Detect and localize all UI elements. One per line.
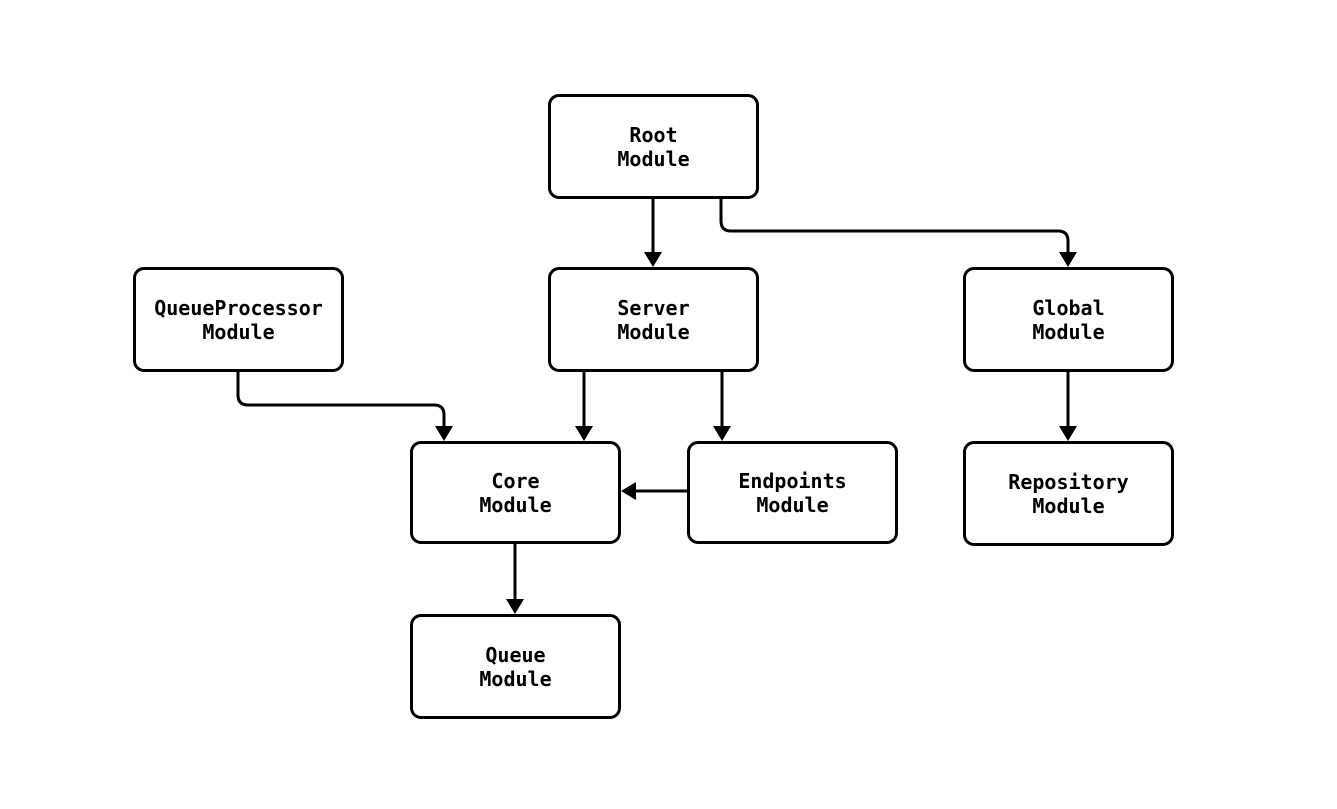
node-label-name: Queue: [485, 642, 546, 667]
node-label-kind: Module: [756, 492, 829, 517]
arrowhead: [644, 252, 662, 267]
edge-core-to-queue: [506, 544, 524, 614]
node-label-name: Repository: [1008, 469, 1129, 494]
arrowhead: [1059, 426, 1077, 441]
node-label-name: Root: [629, 122, 678, 147]
arrowhead: [435, 426, 453, 441]
edge-root-to-server: [644, 199, 662, 267]
node-label-name: Server: [617, 295, 690, 320]
arrowhead: [575, 426, 593, 441]
node-label-kind: Module: [202, 319, 275, 344]
arrowhead: [506, 599, 524, 614]
node-label-kind: Module: [479, 492, 552, 517]
node-label-name: Endpoints: [738, 468, 847, 493]
node-label-kind: Module: [1032, 493, 1105, 518]
edge-server-to-core: [575, 372, 593, 441]
node-label-name: Global: [1032, 295, 1105, 320]
arrowhead: [1059, 252, 1077, 267]
edge-queueprocessor-to-core: [236, 372, 453, 441]
arrowhead: [713, 426, 731, 441]
node-label-kind: Module: [479, 666, 552, 691]
edge-global-to-repository: [1059, 372, 1077, 441]
edge-root-to-global: [719, 199, 1077, 267]
node-label-kind: Module: [617, 146, 690, 171]
node-label-kind: Module: [617, 319, 690, 344]
node-label-name: Core: [491, 468, 540, 493]
edge-endpoints-to-core: [621, 482, 687, 500]
arrowhead: [621, 482, 636, 500]
node-label-kind: Module: [1032, 319, 1105, 344]
node-label-name: QueueProcessor: [154, 295, 323, 320]
edge-server-to-endpoints: [713, 372, 731, 441]
